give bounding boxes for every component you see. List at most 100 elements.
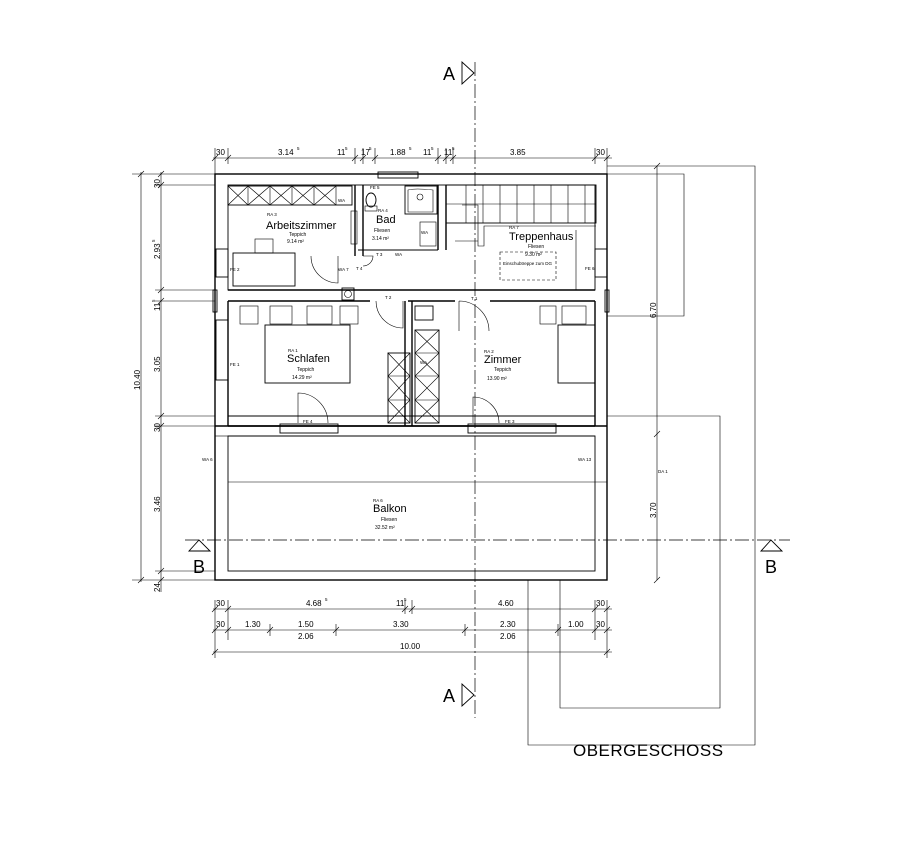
- svg-text:5: 5: [345, 146, 348, 151]
- svg-text:24: 24: [153, 583, 162, 592]
- svg-text:Teppich: Teppich: [494, 367, 511, 373]
- svg-text:A: A: [443, 686, 455, 706]
- desk: [232, 252, 296, 287]
- svg-text:4.68: 4.68: [306, 599, 322, 608]
- svg-text:5: 5: [151, 299, 156, 302]
- svg-text:FE 5: FE 5: [370, 185, 380, 190]
- svg-text:30: 30: [216, 620, 225, 629]
- svg-text:2.30: 2.30: [500, 620, 516, 629]
- svg-text:2.06: 2.06: [500, 632, 516, 641]
- svg-text:11: 11: [153, 302, 162, 311]
- svg-text:1.00: 1.00: [568, 620, 584, 629]
- svg-text:Fliesen: Fliesen: [528, 244, 544, 250]
- section-marker-b-left: B: [187, 539, 212, 577]
- bed-zimmer: [539, 305, 596, 384]
- svg-text:Schlafen: Schlafen: [287, 353, 330, 365]
- svg-text:30: 30: [596, 620, 605, 629]
- svg-text:14.29 m²: 14.29 m²: [292, 375, 312, 381]
- room-label-balkon: RA 6 Balkon Fliesen 32.52 m²: [373, 498, 407, 531]
- svg-text:Fliesen: Fliesen: [381, 517, 397, 523]
- svg-text:5: 5: [151, 239, 156, 242]
- svg-text:3.85: 3.85: [510, 148, 526, 157]
- svg-text:Bad: Bad: [376, 214, 396, 226]
- svg-text:3.46: 3.46: [153, 496, 162, 512]
- svg-text:4.60: 4.60: [498, 599, 514, 608]
- svg-text:30: 30: [153, 179, 162, 188]
- chimney: [341, 287, 355, 301]
- svg-text:T 2: T 2: [385, 295, 392, 300]
- svg-text:WA: WA: [338, 198, 345, 203]
- svg-text:Treppenhaus: Treppenhaus: [509, 231, 574, 243]
- svg-text:13.90 m²: 13.90 m²: [487, 376, 507, 382]
- svg-text:32.52 m²: 32.52 m²: [375, 525, 395, 531]
- desk-chair: [254, 238, 274, 254]
- svg-text:30: 30: [216, 148, 225, 157]
- svg-text:1.50: 1.50: [298, 620, 314, 629]
- svg-text:WA: WA: [421, 230, 428, 235]
- room-label-treppenhaus: RA 7 Treppenhaus Fliesen 9.30 m²: [509, 225, 574, 258]
- section-marker-a-top: A: [443, 60, 475, 86]
- svg-text:30: 30: [596, 148, 605, 157]
- element-labels: FE 5 FE 2 FE 1 FE 4 FE 3 FE 6 T 1 T 2 T …: [202, 185, 668, 474]
- svg-text:FE 6: FE 6: [585, 266, 595, 271]
- svg-text:RA 4: RA 4: [378, 208, 388, 213]
- room-label-schlafen: RA 1 Schlafen Teppich 14.29 m²: [287, 348, 330, 381]
- built-in-cabinets: [227, 185, 440, 424]
- svg-text:T 4: T 4: [356, 266, 363, 271]
- svg-text:3.05: 3.05: [153, 356, 162, 372]
- svg-text:RA 3: RA 3: [267, 212, 277, 217]
- svg-text:6.70: 6.70: [649, 302, 658, 318]
- svg-text:11: 11: [444, 148, 453, 157]
- room-label-bad: RA 4 Bad Fliesen 3.14 m²: [372, 208, 396, 242]
- svg-text:1.30: 1.30: [245, 620, 261, 629]
- svg-text:5: 5: [431, 146, 434, 151]
- doors: [297, 255, 500, 424]
- svg-text:Arbeitszimmer: Arbeitszimmer: [266, 220, 337, 232]
- svg-text:5: 5: [409, 146, 412, 151]
- svg-text:T 3: T 3: [376, 252, 383, 257]
- room-label-arbeitszimmer: RA 3 Arbeitszimmer Teppich 9.14 m²: [266, 212, 337, 245]
- svg-text:5: 5: [369, 146, 372, 151]
- svg-text:10.40: 10.40: [133, 369, 142, 390]
- svg-text:Zimmer: Zimmer: [484, 354, 522, 366]
- svg-text:5: 5: [297, 146, 300, 151]
- svg-text:WA 13: WA 13: [578, 457, 592, 462]
- svg-text:T 1: T 1: [471, 296, 478, 301]
- svg-text:30: 30: [216, 599, 225, 608]
- svg-text:2.93: 2.93: [153, 243, 162, 259]
- svg-text:Teppich: Teppich: [297, 367, 314, 373]
- svg-text:5: 5: [404, 597, 407, 602]
- svg-text:3.14 m²: 3.14 m²: [372, 236, 389, 242]
- svg-text:FE 2: FE 2: [230, 267, 240, 272]
- svg-text:1.88: 1.88: [390, 148, 406, 157]
- svg-text:FE 1: FE 1: [230, 362, 240, 367]
- svg-text:DA 1: DA 1: [658, 469, 668, 474]
- room-label-zimmer: RA 2 Zimmer Teppich 13.90 m²: [484, 349, 522, 382]
- svg-text:10.00: 10.00: [400, 642, 421, 651]
- svg-text:3.30: 3.30: [393, 620, 409, 629]
- svg-text:A: A: [443, 64, 455, 84]
- svg-text:Balkon: Balkon: [373, 503, 407, 515]
- svg-text:RA 6: RA 6: [373, 498, 383, 503]
- svg-text:FE 4: FE 4: [303, 419, 313, 424]
- svg-text:3.14: 3.14: [278, 148, 294, 157]
- svg-text:RA 7: RA 7: [509, 225, 519, 230]
- svg-text:B: B: [193, 557, 205, 577]
- svg-text:9.14 m²: 9.14 m²: [287, 239, 304, 245]
- svg-text:Einschubtreppe zum DG: Einschubtreppe zum DG: [503, 261, 553, 266]
- dimension-chain-right: 6.70 3.70: [649, 162, 661, 584]
- svg-text:17: 17: [361, 148, 370, 157]
- svg-text:11: 11: [423, 148, 432, 157]
- dimension-chain-bottom: 30 4.68 5 11 5 4.60 30 30 1.30 1.50 3.30…: [211, 597, 612, 658]
- roof-outline: [527, 165, 756, 746]
- section-marker-b-right: B: [759, 539, 784, 577]
- svg-text:2.06: 2.06: [298, 632, 314, 641]
- svg-text:3.70: 3.70: [649, 502, 658, 518]
- svg-text:FE 3: FE 3: [505, 419, 515, 424]
- svg-text:WA 6: WA 6: [202, 457, 213, 462]
- svg-text:5: 5: [452, 146, 455, 151]
- dimension-chain-left: 30 2.93 5 11 5 3.05 30 3.46 24 10.40: [132, 170, 215, 592]
- plan-title: OBERGESCHOSS: [573, 741, 724, 760]
- svg-text:RA 2: RA 2: [484, 349, 494, 354]
- svg-text:9.30 m²: 9.30 m²: [525, 252, 542, 258]
